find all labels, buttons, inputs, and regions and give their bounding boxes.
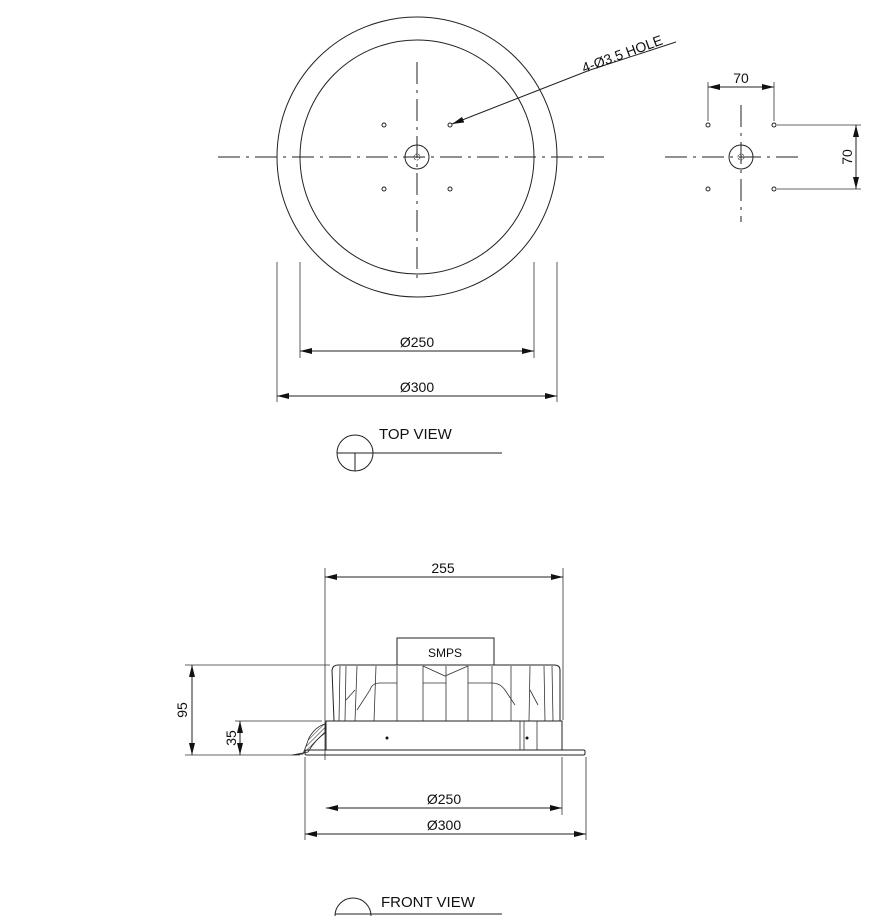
dim-front-outer-diameter: Ø300 [427,817,461,833]
hole-leader [451,69,591,125]
smps-label: SMPS [428,646,462,660]
dim-hole-spacing-vertical: 70 [839,149,855,165]
mounting-holes [381,122,453,192]
hole-pattern-detail: 70 70 [665,70,861,222]
dim-width: 255 [431,560,455,576]
dim-outer-diameter: Ø300 [400,379,434,395]
dim-hole-spacing-horizontal: 70 [733,70,749,86]
view-symbol-top [336,434,502,472]
front-view: 255 SMPS 95 35 Ø250 Ø300 FRON [174,560,587,916]
dim-front-inner-diameter: Ø250 [427,791,461,807]
dim-inner-diameter: Ø250 [400,334,434,350]
dim-base-height: 35 [223,730,239,746]
heatsink [331,664,561,722]
base-housing [325,720,563,751]
view-symbol-front [334,897,502,916]
top-view-title: TOP VIEW [379,426,453,443]
top-view: 4-Ø3.5 HOLE Ø250 Ø300 TOP VIEW [218,16,677,472]
dim-total-height: 95 [174,702,190,718]
flange [304,749,586,756]
spring-clip [291,723,326,756]
front-view-title: FRONT VIEW [381,894,476,911]
hole-note: 4-Ø3.5 HOLE [580,32,665,76]
